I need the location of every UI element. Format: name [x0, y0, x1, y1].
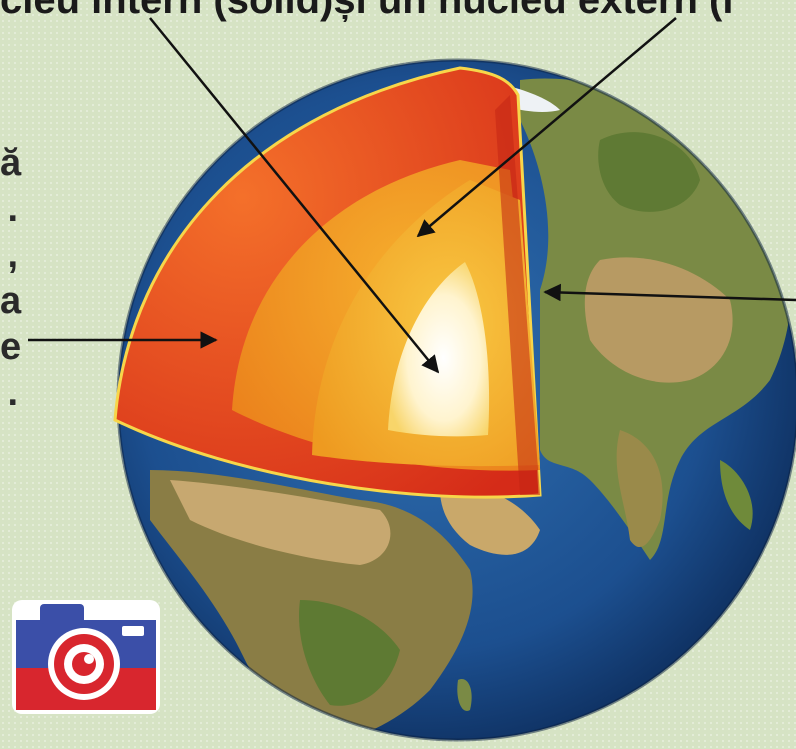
cropped-letter: .: [7, 372, 18, 414]
cropped-letter: .: [7, 188, 18, 230]
cropped-letter: ,: [7, 234, 18, 276]
camera-icon: [12, 600, 160, 714]
cropped-letter: a: [0, 280, 22, 322]
label-arrows: [28, 17, 796, 374]
caption-part-a: cleu intern (solid): [0, 0, 334, 22]
caption-text: cleu intern (solid) și un nucleu extern …: [0, 0, 796, 22]
continents: [150, 78, 792, 740]
arrow-surface: [543, 283, 796, 302]
cropped-letter: e: [0, 326, 22, 368]
cutaway-wedge: [113, 66, 542, 499]
arrow-inner-core: [149, 17, 440, 374]
arrow-outer-core: [416, 17, 677, 238]
cropped-text-column: ă . , a e .: [0, 140, 30, 416]
caption-part-b: și un nucleu extern (l: [333, 0, 734, 22]
cropped-letter: ă: [0, 142, 22, 184]
inner-core-layer: [388, 262, 490, 437]
